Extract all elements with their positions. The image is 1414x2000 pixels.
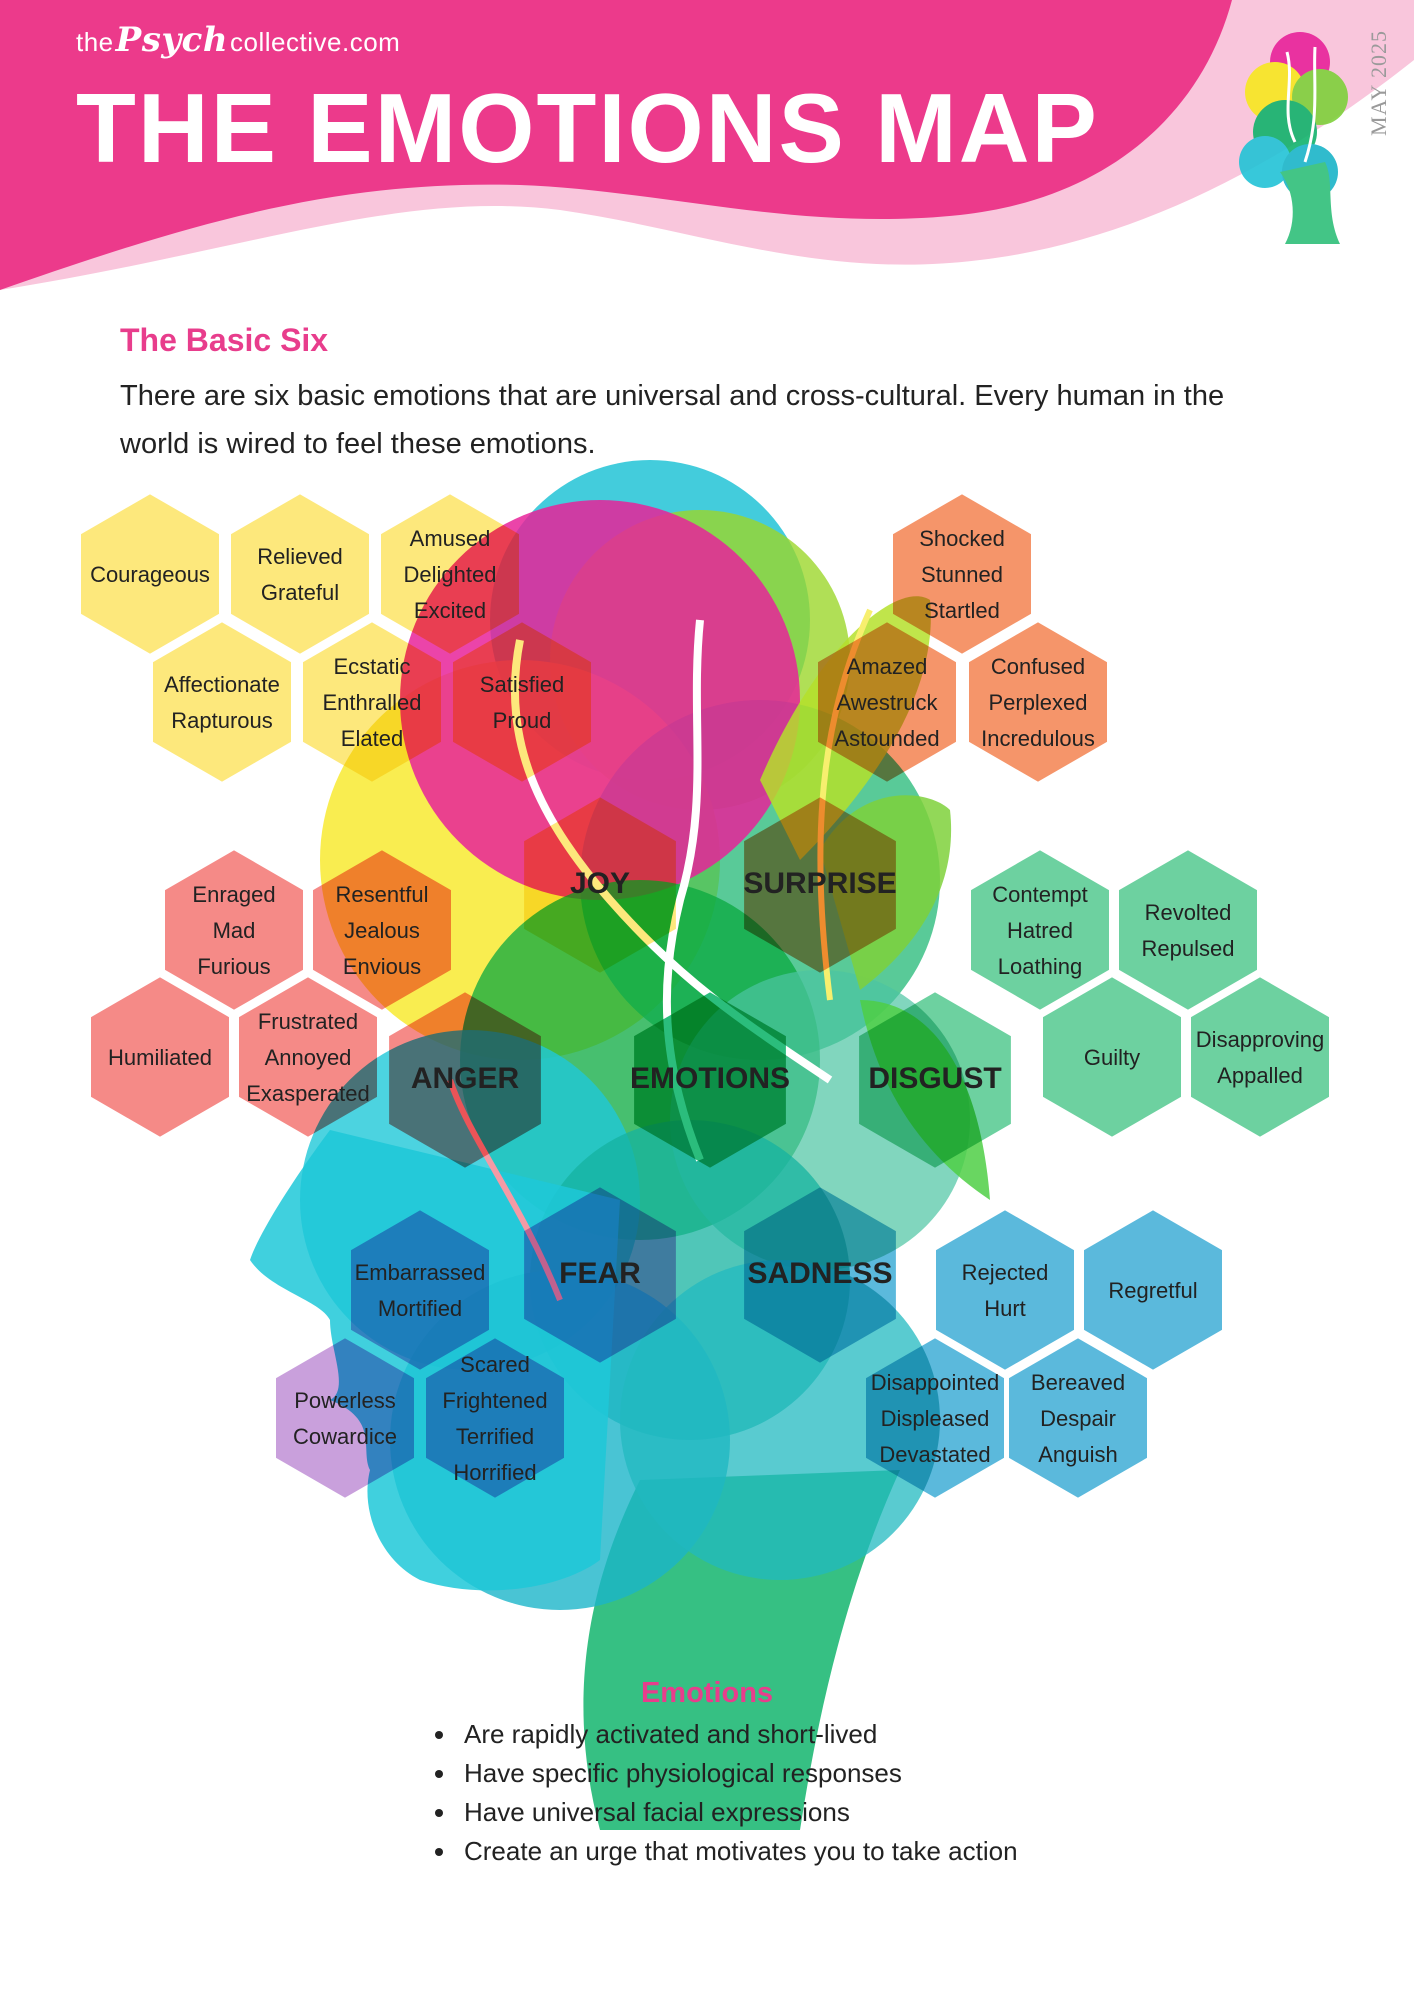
emotion-word: Guilty [1084, 1045, 1140, 1070]
category-label: JOY [570, 867, 630, 900]
emotion-hexagon-joy [227, 489, 373, 659]
vein-line [662, 619, 704, 1162]
vein-line [817, 608, 873, 1001]
emotion-hexagon-surprise [965, 617, 1111, 787]
brand-prefix: the [76, 27, 114, 57]
emotion-hexagon-disgust [1115, 845, 1261, 1015]
brand-suffix: collective.com [230, 27, 401, 57]
leaf-shape [760, 596, 931, 860]
leaf-shape [860, 1000, 990, 1200]
category-label: SURPRISE [743, 867, 896, 900]
emotion-hexagon-disgust [1039, 972, 1185, 1142]
emotion-hexagon-anger [161, 845, 307, 1015]
head-silhouette-graphic [250, 460, 990, 1830]
emotion-hexagon-sadness [932, 1205, 1078, 1375]
category-label: DISGUST [868, 1062, 1001, 1095]
emotion-hexagon-disgust [1187, 972, 1333, 1142]
vein-line [447, 1079, 563, 1302]
emotion-hexagon-joy [149, 617, 295, 787]
face-profile [250, 1130, 620, 1591]
emotions-points-list: Are rapidly activated and short-lived Ha… [428, 1715, 1018, 1871]
list-item: Have specific physiological responses [458, 1754, 1018, 1793]
header-wave-pink [0, 0, 1232, 290]
head-logo-icon [1239, 32, 1348, 244]
emotion-hexagon-disgust [967, 845, 1113, 1015]
intro-paragraph: There are six basic emotions that are un… [120, 380, 1225, 460]
brand-name: Psych [115, 20, 229, 60]
list-item: Are rapidly activated and short-lived [458, 1715, 1018, 1754]
vein-line [510, 639, 833, 1084]
head-blob [620, 1260, 940, 1580]
emotion-word: Regretful [1108, 1278, 1197, 1303]
center-label: EMOTIONS [630, 1062, 790, 1095]
category-label: FEAR [559, 1257, 641, 1290]
brand-logo-text: thePsychcollective.com [76, 20, 400, 60]
head-blob [400, 500, 800, 900]
section-heading: The Basic Six [120, 322, 329, 358]
category-label: SADNESS [747, 1257, 892, 1290]
list-item: Have universal facial expressions [458, 1793, 1018, 1832]
emotion-hexagon-sadness [1005, 1333, 1151, 1503]
emotion-hexagon-joy [77, 489, 223, 659]
page-title: THE EMOTIONS MAP [76, 73, 1099, 183]
emotion-word: Humiliated [108, 1045, 212, 1070]
emotion-hexagon-sadness [1080, 1205, 1226, 1375]
emotion-word: Courageous [90, 562, 210, 587]
emotions-subtitle: Emotions [640, 1677, 774, 1709]
list-item: Create an urge that motivates you to tak… [458, 1832, 1018, 1871]
emotion-hexagon-anger [87, 972, 233, 1142]
category-label: ANGER [411, 1062, 520, 1095]
header-banner [0, 0, 1414, 290]
leaf-shape [820, 795, 952, 990]
